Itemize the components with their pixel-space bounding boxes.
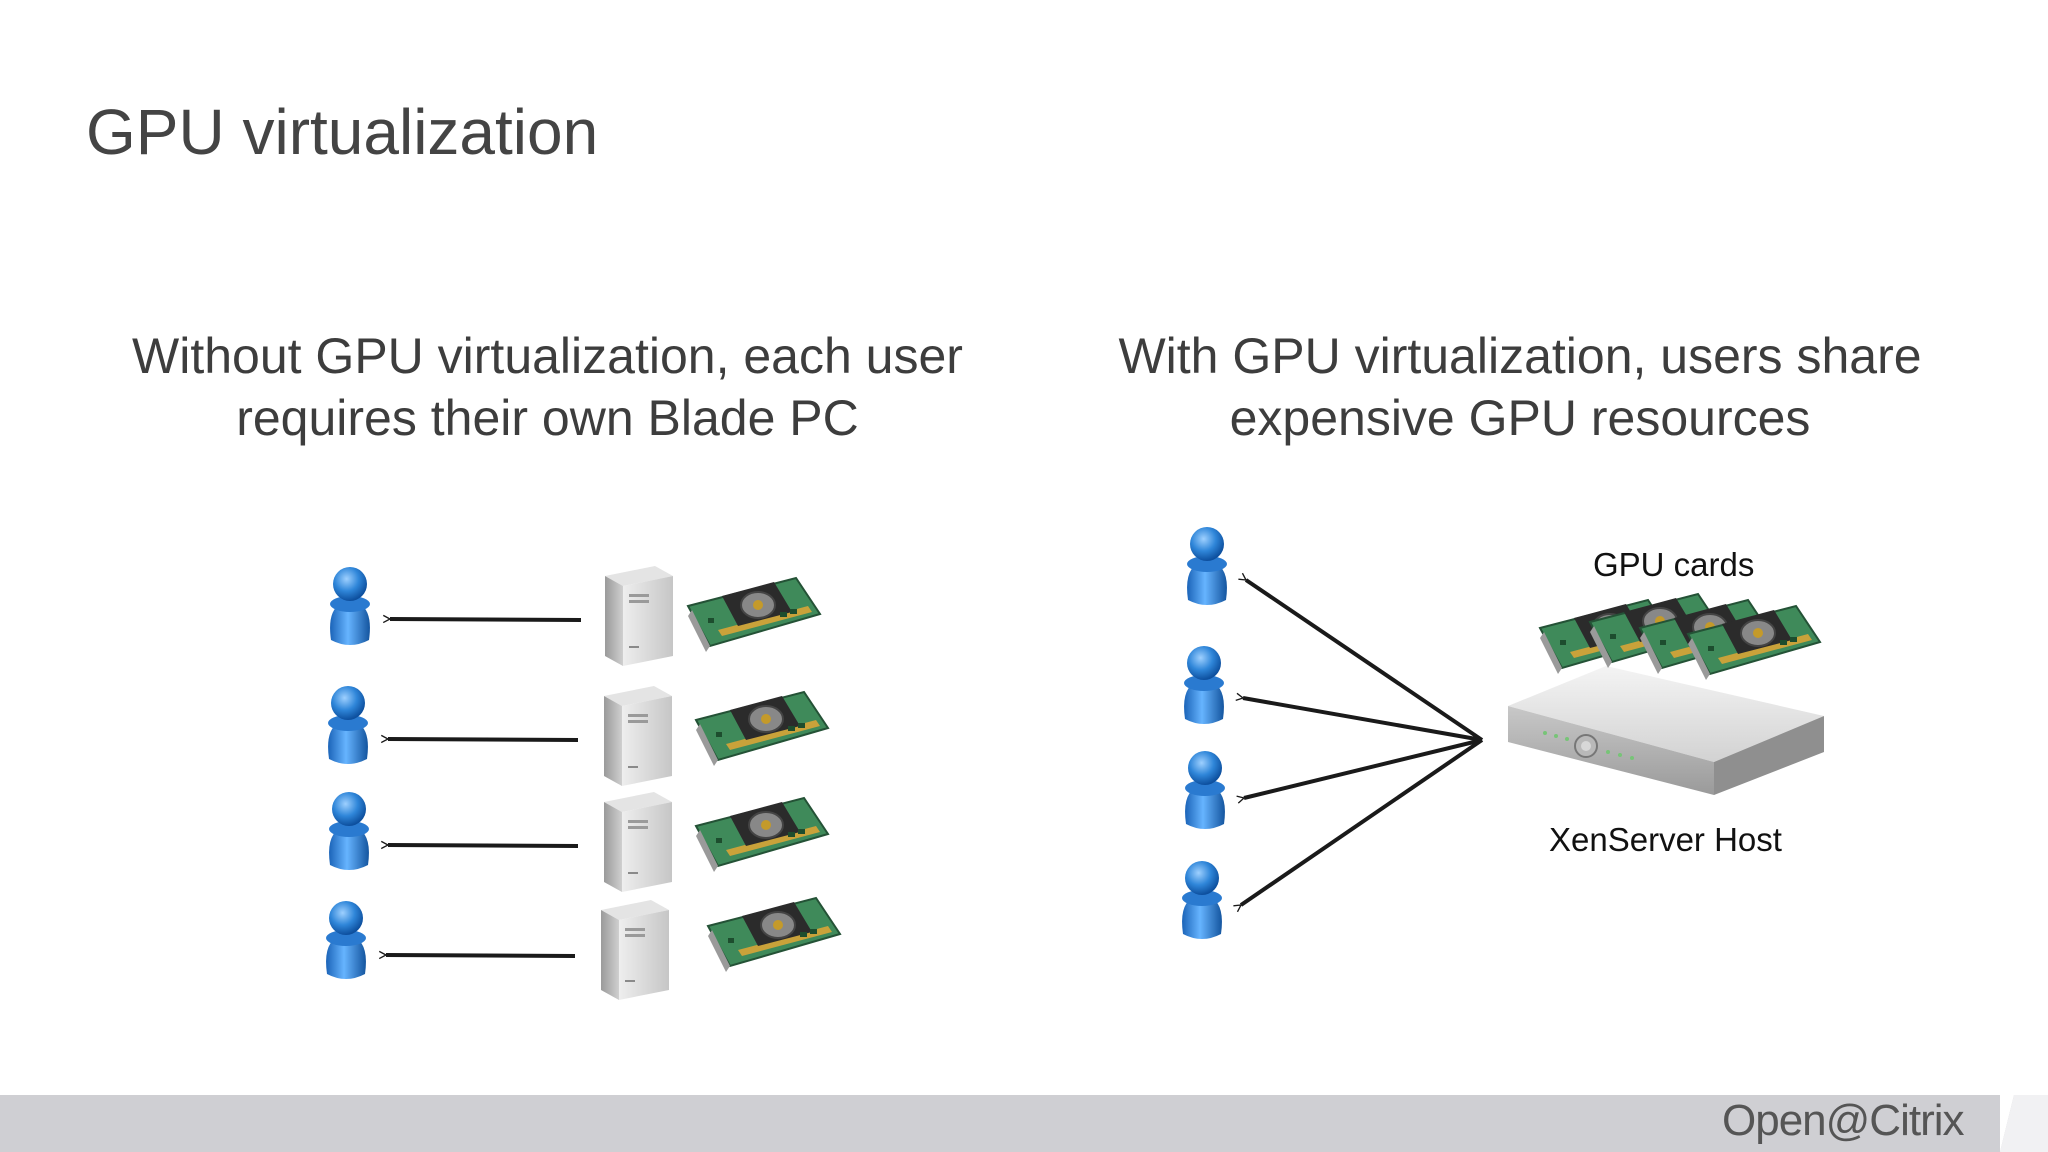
- arrow: [1241, 738, 1484, 905]
- user-icon: [1185, 751, 1225, 829]
- arrow: [1244, 738, 1483, 798]
- gpu-card-icon: [695, 691, 829, 767]
- left-diagram: [326, 566, 841, 1000]
- gpu-cards-label: GPU cards: [1593, 546, 1755, 583]
- right-caption: With GPU virtualization, users share exp…: [1118, 328, 1922, 446]
- user-icon: [329, 792, 369, 870]
- blade-pc-icon: [604, 792, 672, 892]
- footer-brand: Open@Citrix: [1722, 1096, 1965, 1145]
- arrow: [386, 955, 576, 956]
- user-icon: [326, 901, 366, 979]
- user-icon: [330, 567, 370, 645]
- left-caption: Without GPU virtualization, each user re…: [132, 328, 963, 446]
- arrow: [388, 845, 579, 846]
- user-icon: [1184, 646, 1224, 724]
- footer-notch: [2000, 1095, 2048, 1152]
- blade-pc-icon: [604, 686, 672, 786]
- blade-pc-icon: [605, 566, 673, 666]
- user-icon: [328, 686, 368, 764]
- arrow: [1243, 698, 1483, 742]
- xenserver-host-label: XenServer Host: [1549, 821, 1782, 858]
- arrow: [1246, 580, 1484, 742]
- footer-bar: [0, 1095, 2048, 1152]
- server-icon: [1508, 666, 1824, 795]
- arrow: [390, 619, 582, 620]
- user-icon: [1187, 527, 1227, 605]
- arrow: [388, 739, 579, 740]
- gpu-card-icon: [695, 797, 829, 873]
- right-diagram: [1182, 527, 1824, 939]
- slide-title: GPU virtualization: [86, 96, 599, 168]
- gpu-card-icon: [707, 897, 841, 973]
- gpu-card-icon: [687, 577, 821, 653]
- blade-pc-icon: [601, 900, 669, 1000]
- user-icon: [1182, 861, 1222, 939]
